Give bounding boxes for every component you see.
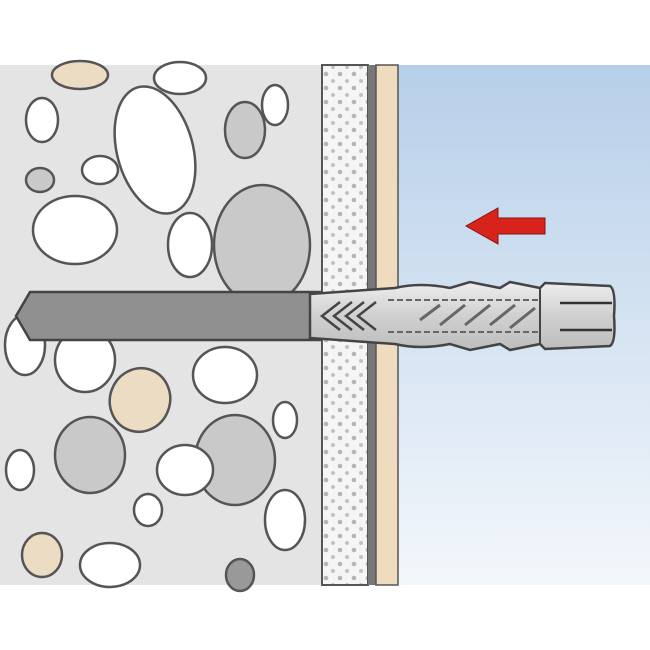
- pebble: [224, 557, 256, 593]
- wall-plug-dowel: [308, 280, 616, 352]
- pebble: [212, 183, 312, 307]
- pebble: [166, 211, 214, 279]
- pebble: [31, 194, 119, 266]
- pebble: [108, 366, 172, 434]
- pebble: [263, 488, 307, 552]
- pebble: [24, 96, 60, 144]
- drill-bit: [14, 290, 322, 342]
- pebble: [80, 154, 120, 186]
- pebble: [50, 59, 110, 91]
- arrow-left-icon: [464, 207, 546, 245]
- pebble: [271, 400, 299, 440]
- chevrons: [319, 301, 377, 331]
- pebble: [78, 541, 142, 589]
- pebble: [152, 60, 208, 96]
- pebble: [53, 415, 127, 495]
- pebble: [223, 100, 267, 160]
- pebble: [260, 83, 290, 127]
- pebble: [191, 345, 259, 405]
- pebble: [24, 166, 56, 194]
- pebble: [132, 492, 164, 528]
- pebble: [20, 531, 64, 579]
- pebble: [4, 448, 36, 492]
- pebble: [155, 443, 215, 497]
- pebble: [113, 85, 197, 215]
